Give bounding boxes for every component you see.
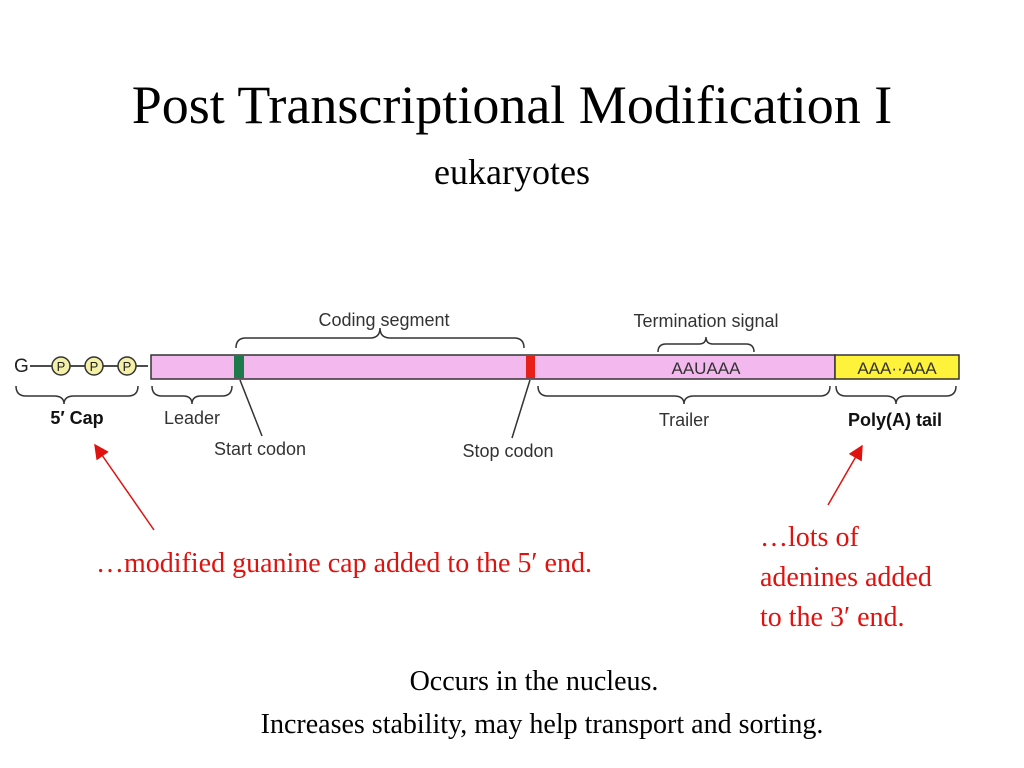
phosphate-3: P — [117, 356, 137, 376]
coding-segment-brace — [235, 327, 525, 349]
poly-a-sequence: AAA··AAA — [857, 359, 937, 378]
guanine-label: G — [14, 356, 29, 377]
trailer-label: Trailer — [659, 410, 709, 430]
poly-a-annotation: …lots of adenines added to the 3′ end. — [760, 518, 932, 638]
footer-line-2: Increases stability, may help transport … — [260, 709, 824, 740]
mrna-diagram: G P P P AAUAAA AAA··AAA Coding segment T… — [14, 310, 960, 461]
termination-sequence: AAUAAA — [672, 359, 742, 378]
phosphate-2-label: P — [90, 359, 99, 374]
poly-a-annotation-line-1: …lots of — [760, 522, 859, 553]
poly-a-annotation-line-3: to the 3′ end. — [760, 602, 905, 633]
coding-segment-label: Coding segment — [318, 310, 449, 330]
leader-label: Leader — [164, 408, 220, 428]
phosphate-3-label: P — [123, 359, 132, 374]
trailer-brace — [537, 385, 831, 405]
cap-label: 5′ Cap — [50, 408, 103, 428]
slide-subtitle: eukaryotes — [434, 152, 590, 192]
start-codon-marker — [234, 356, 244, 378]
termination-signal-brace — [657, 336, 755, 353]
cap-brace — [15, 385, 139, 405]
stop-codon-label: Stop codon — [462, 441, 553, 461]
start-codon-label: Start codon — [214, 439, 306, 459]
leader-brace — [151, 385, 233, 405]
slide-title: Post Transcriptional Modification I — [131, 75, 893, 135]
footer-line-1: Occurs in the nucleus. — [409, 666, 659, 697]
start-codon-pointer — [239, 379, 263, 437]
poly-a-brace — [835, 385, 957, 405]
poly-a-segment — [834, 354, 960, 380]
poly-a-label: Poly(A) tail — [848, 410, 942, 430]
phosphate-2: P — [84, 356, 104, 376]
stop-codon-pointer — [511, 379, 531, 439]
poly-a-annotation-line-2: adenines added — [760, 562, 932, 593]
termination-signal-label: Termination signal — [633, 311, 778, 331]
phosphate-1: P — [51, 356, 71, 376]
cap-annotation: …modified guanine cap added to the 5′ en… — [96, 548, 592, 579]
stop-codon-marker — [526, 356, 535, 378]
phosphate-1-label: P — [57, 359, 66, 374]
